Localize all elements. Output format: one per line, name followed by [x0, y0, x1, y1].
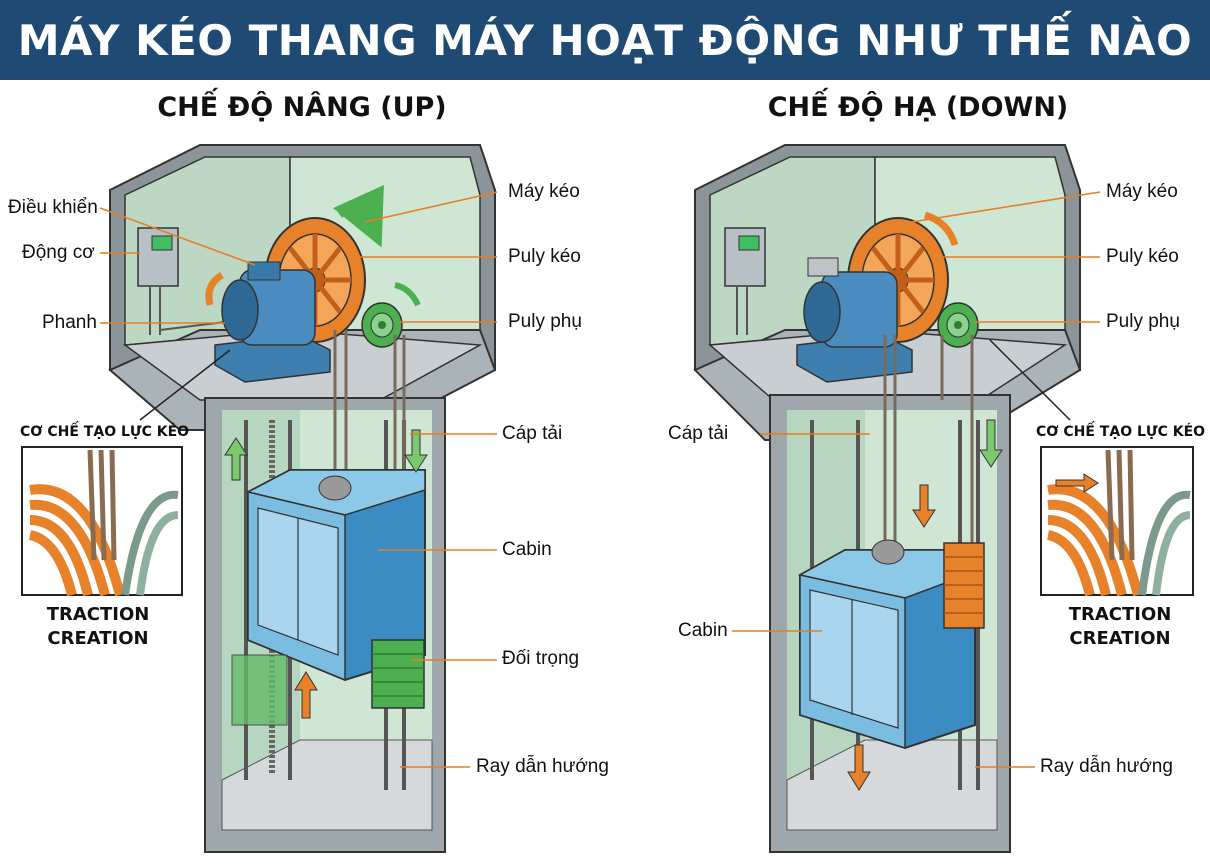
- traction-line-1: TRACTION: [46, 604, 150, 625]
- label-motor: Động cơ: [22, 242, 95, 263]
- up-aux-sheave: [361, 302, 403, 348]
- down-arrow-icon: [912, 484, 936, 528]
- rotate-arrow-icon: [923, 211, 959, 247]
- label-guide-rail: Ray dẫn hướng: [476, 756, 609, 777]
- down-mode-heading: CHẾ ĐỘ HẠ (DOWN): [767, 92, 1069, 123]
- traction-line-2: CREATION: [47, 628, 149, 649]
- down-diagram: [693, 144, 1194, 853]
- mechanism-title: CƠ CHẾ TẠO LỰC KÉO: [20, 424, 190, 440]
- up-arrow-icon: [294, 671, 318, 719]
- label-cabin: Cabin: [502, 539, 552, 560]
- up-motor: [214, 261, 331, 383]
- traction-creation-text: TRACTION CREATION: [1030, 603, 1210, 651]
- label-cable: Cáp tải: [668, 423, 729, 444]
- up-direction-arrows: [205, 184, 428, 719]
- down-callout-lines: [732, 191, 1101, 768]
- up-cabin: [245, 469, 426, 682]
- rotate-arrow-icon: [205, 271, 224, 306]
- rotate-arrow-icon: [332, 184, 384, 248]
- traction-line-1: TRACTION: [1068, 604, 1172, 625]
- up-traction-detail: [21, 446, 183, 597]
- down-arrow-icon: [979, 419, 1003, 468]
- traction-creation-text: TRACTION CREATION: [8, 603, 188, 651]
- up-buffer: [231, 654, 288, 726]
- label-machine: Máy kéo: [1106, 181, 1178, 202]
- up-mechanism-pointer: [139, 349, 231, 421]
- down-arrow-icon: [847, 744, 871, 791]
- traction-line-2: CREATION: [1069, 628, 1171, 649]
- mechanism-title: CƠ CHẾ TẠO LỰC KÉO: [1036, 424, 1206, 440]
- down-control-box: [724, 227, 766, 335]
- up-arrow-icon: [224, 437, 248, 481]
- label-counterweight: Đối trọng: [502, 648, 580, 669]
- down-mechanism-pointer: [989, 339, 1071, 421]
- up-mode-heading: CHẾ ĐỘ NÂNG (UP): [157, 92, 447, 123]
- down-motor: [796, 257, 913, 383]
- label-cable: Cáp tải: [502, 423, 563, 444]
- down-traction-detail: [1040, 446, 1194, 597]
- down-aux-sheave: [937, 302, 979, 348]
- label-guide-rail: Ray dẫn hướng: [1040, 756, 1173, 777]
- right-arrow-icon: [1055, 473, 1099, 493]
- up-callout-lines: [99, 191, 498, 768]
- up-control-box: [137, 227, 226, 335]
- down-direction-arrows: [847, 211, 1003, 791]
- label-aux-sheave: Puly phụ: [1106, 311, 1180, 332]
- down-cabin: [797, 539, 976, 750]
- rotate-arrow-icon: [394, 282, 421, 307]
- label-machine: Máy kéo: [508, 181, 580, 202]
- label-traction-sheave: Puly kéo: [508, 246, 581, 267]
- down-cables: [883, 335, 974, 560]
- label-control: Điều khiển: [8, 197, 98, 218]
- label-traction-sheave: Puly kéo: [1106, 246, 1179, 267]
- label-aux-sheave: Puly phụ: [508, 311, 582, 332]
- label-brake: Phanh: [42, 312, 97, 333]
- up-diagram: [21, 144, 498, 853]
- up-counterweight: [371, 639, 425, 709]
- label-cabin: Cabin: [678, 620, 728, 641]
- down-counterweight: [943, 542, 985, 629]
- page-title: MÁY KÉO THANG MÁY HOẠT ĐỘNG NHƯ THẾ NÀO: [17, 15, 1193, 65]
- title-banner: MÁY KÉO THANG MÁY HOẠT ĐỘNG NHƯ THẾ NÀO: [0, 0, 1210, 80]
